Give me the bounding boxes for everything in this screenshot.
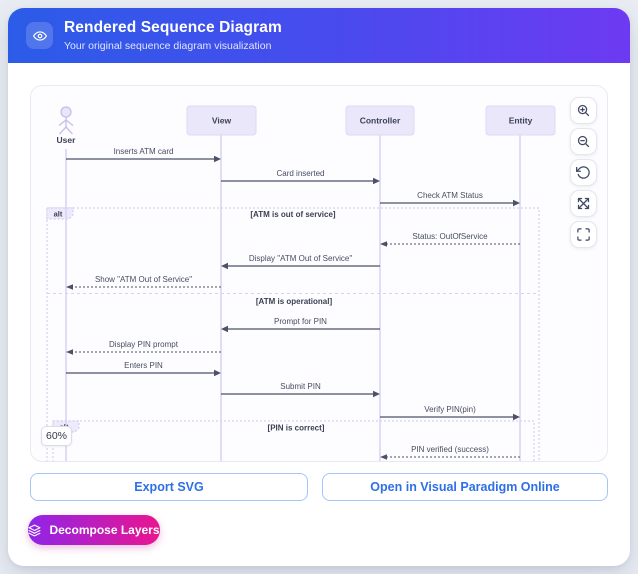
rendered-diagram-card: Rendered Sequence Diagram Your original … bbox=[8, 8, 630, 566]
diagram-viewport[interactable]: alt [ATM is out of service] [ATM is oper… bbox=[30, 85, 608, 462]
svg-text:Enters PIN: Enters PIN bbox=[124, 361, 163, 370]
zoom-in-icon bbox=[577, 104, 590, 117]
message-arrow: Show "ATM Out of Service" bbox=[66, 275, 221, 290]
reset-view-button[interactable] bbox=[570, 159, 597, 186]
layers-icon bbox=[29, 524, 41, 536]
fullscreen-icon bbox=[577, 228, 590, 241]
participant-actor-user: User bbox=[57, 106, 77, 145]
header-text: Rendered Sequence Diagram Your original … bbox=[64, 19, 282, 52]
participant-box-view: View bbox=[186, 105, 257, 136]
participant-label: Controller bbox=[360, 116, 401, 126]
participant-box-entity: Entity bbox=[485, 105, 556, 136]
expand-button[interactable] bbox=[570, 190, 597, 217]
message-arrow: Display "ATM Out of Service" bbox=[221, 254, 380, 270]
message-arrow: Card inserted bbox=[221, 169, 380, 185]
svg-text:Check ATM Status: Check ATM Status bbox=[417, 191, 483, 200]
zoom-level-badge: 60% bbox=[41, 426, 72, 446]
participant-box-controller: Controller bbox=[345, 105, 415, 136]
open-in-visual-paradigm-button[interactable]: Open in Visual Paradigm Online bbox=[322, 473, 608, 501]
svg-text:Inserts ATM card: Inserts ATM card bbox=[114, 147, 174, 156]
svg-text:PIN verified (success): PIN verified (success) bbox=[411, 445, 489, 454]
message-arrow: Verify PIN(pin) bbox=[380, 405, 520, 421]
svg-text:Submit PIN: Submit PIN bbox=[280, 382, 321, 391]
eye-icon bbox=[26, 22, 53, 49]
svg-text:Prompt for PIN: Prompt for PIN bbox=[274, 317, 327, 326]
page-title: Rendered Sequence Diagram bbox=[64, 19, 282, 36]
participant-label: Entity bbox=[509, 116, 533, 126]
message-arrow: Enters PIN bbox=[66, 361, 221, 377]
viewer-controls bbox=[570, 97, 597, 248]
message-arrow: Inserts ATM card bbox=[66, 147, 221, 163]
card-header: Rendered Sequence Diagram Your original … bbox=[8, 8, 630, 63]
zoom-out-button[interactable] bbox=[570, 128, 597, 155]
export-svg-button[interactable]: Export SVG bbox=[30, 473, 308, 501]
message-arrow: Submit PIN bbox=[221, 382, 380, 398]
svg-text:Card inserted: Card inserted bbox=[276, 169, 324, 178]
message-arrow: Prompt for PIN bbox=[221, 317, 380, 333]
message-arrow: Check ATM Status bbox=[380, 191, 520, 207]
decompose-layers-button[interactable]: Decompose Layers bbox=[28, 515, 160, 545]
zoom-out-icon bbox=[577, 135, 590, 148]
guard-label: [PIN is correct] bbox=[268, 424, 325, 433]
svg-text:Display "ATM Out of Service": Display "ATM Out of Service" bbox=[249, 254, 352, 263]
svg-text:Verify PIN(pin): Verify PIN(pin) bbox=[424, 405, 476, 414]
message-arrow: PIN verified (success) bbox=[380, 445, 520, 460]
alt-operator-label: alt bbox=[54, 210, 63, 219]
alt-fragment-2: alt [PIN is correct] bbox=[52, 420, 535, 461]
message-arrow: Status: OutOfService bbox=[380, 232, 520, 247]
guard-label: [ATM is out of service] bbox=[250, 210, 336, 219]
fullscreen-button[interactable] bbox=[570, 221, 597, 248]
participant-label: View bbox=[212, 116, 232, 126]
zoom-in-button[interactable] bbox=[570, 97, 597, 124]
svg-text:Display PIN prompt: Display PIN prompt bbox=[109, 340, 179, 349]
reset-view-icon bbox=[576, 166, 590, 179]
sequence-diagram-canvas: alt [ATM is out of service] [ATM is oper… bbox=[46, 105, 556, 461]
guard-label: [ATM is operational] bbox=[256, 297, 333, 306]
page-subtitle: Your original sequence diagram visualiza… bbox=[64, 40, 272, 52]
expand-icon bbox=[577, 197, 590, 210]
svg-text:Show "ATM Out of Service": Show "ATM Out of Service" bbox=[95, 275, 192, 284]
message-arrow: Display PIN prompt bbox=[66, 340, 221, 355]
participant-label: User bbox=[57, 135, 77, 145]
decompose-layers-label: Decompose Layers bbox=[49, 523, 160, 537]
svg-text:Status: OutOfService: Status: OutOfService bbox=[412, 232, 488, 241]
